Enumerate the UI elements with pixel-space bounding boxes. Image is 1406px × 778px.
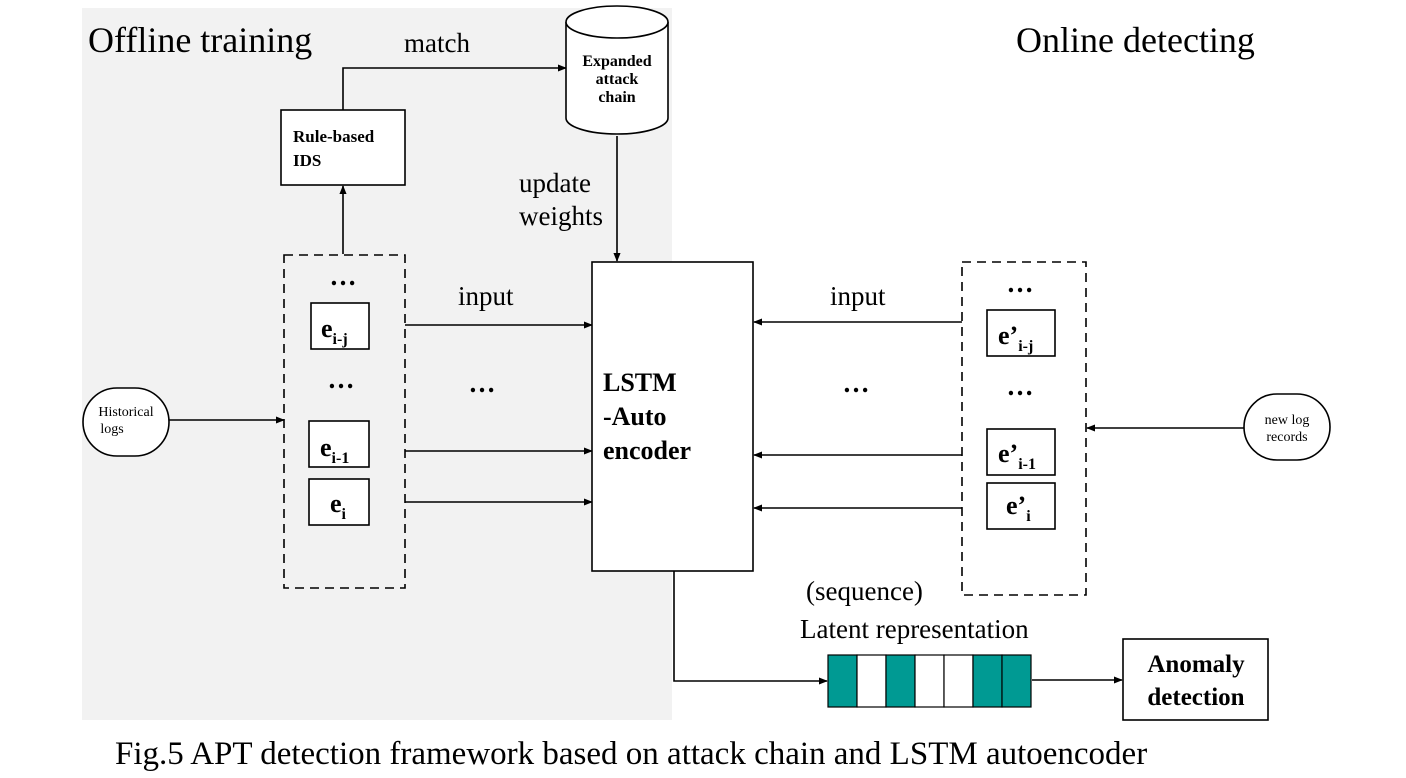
event-e-i-1: ei-1: [308, 420, 370, 468]
anomaly-detection-box: Anomaly detection: [1122, 638, 1269, 721]
left-input-ellipsis: …: [469, 368, 496, 398]
input-right-label: input: [830, 281, 886, 311]
rule-ids-line1: Rule-based: [293, 127, 375, 146]
event-e-i-j: ei-j: [310, 302, 370, 350]
weights-label: weights: [519, 201, 603, 231]
offline-dots-top: …: [330, 261, 357, 291]
historical-logs-node: Historical logs: [82, 387, 170, 457]
online-dots-mid: …: [1007, 371, 1034, 401]
expanded-chain-line2: attack: [596, 71, 639, 88]
historical-logs-line1: Historical: [98, 405, 153, 420]
event-e-prime-i: e’i: [986, 482, 1056, 530]
figure-caption: Fig.5 APT detection framework based on a…: [115, 736, 1147, 772]
lstm-autoencoder-box: LSTM -Auto encoder: [591, 261, 754, 572]
event-e-i-1-label: ei-1: [320, 433, 349, 467]
event-e-i-label: ei: [330, 489, 347, 523]
match-label: match: [404, 28, 470, 58]
event-e-prime-i-j: e’i-j: [986, 309, 1056, 357]
latent-cell: [943, 654, 974, 708]
latent-cell: [1001, 654, 1032, 708]
match-arrow: [342, 64, 567, 110]
rule-based-ids-box: Rule-based IDS: [280, 109, 406, 186]
latent-cell: [914, 654, 945, 708]
right-input-ellipsis: …: [843, 368, 870, 398]
latent-representation-vector: [827, 654, 1032, 708]
online-dots-top: …: [1007, 268, 1034, 298]
expanded-chain-line1: Expanded: [582, 53, 651, 70]
update-label: update: [519, 168, 591, 198]
event-e-prime-i-label: e’i: [1006, 491, 1031, 525]
historical-logs-line2: logs: [100, 422, 123, 437]
rule-ids-line2: IDS: [293, 151, 321, 170]
expanded-chain-line3: chain: [598, 89, 635, 106]
lstm-line3: encoder: [603, 436, 691, 465]
anomaly-line1: Anomaly: [1147, 651, 1245, 678]
latent-cell: [885, 654, 916, 708]
event-e-prime-i-1: e’i-1: [986, 428, 1056, 476]
expanded-attack-chain-db: Expanded attack chain: [565, 5, 669, 135]
latent-label: Latent representation: [800, 614, 1029, 644]
latent-cell: [856, 654, 887, 708]
lstm-line2: -Auto: [603, 402, 667, 431]
anomaly-line2: detection: [1147, 684, 1244, 711]
online-sequence-container: [961, 261, 1087, 596]
online-title: Online detecting: [1016, 20, 1255, 60]
input-left-label: input: [458, 281, 514, 311]
lstm-to-latent-arrow: [673, 571, 828, 685]
new-log-records-node: new log records: [1243, 393, 1331, 461]
event-e-prime-i-j-label: e’i-j: [998, 321, 1033, 355]
sequence-label: (sequence): [806, 576, 923, 606]
event-e-i-j-label: ei-j: [321, 314, 348, 348]
new-log-records-line1: new log: [1265, 413, 1310, 428]
offline-dots-mid: …: [328, 364, 355, 394]
new-log-records-line2: records: [1266, 430, 1307, 445]
event-e-i: ei: [308, 478, 370, 526]
offline-title: Offline training: [88, 20, 312, 60]
lstm-line1: LSTM: [603, 368, 677, 397]
latent-cell: [827, 654, 858, 708]
event-e-prime-i-1-label: e’i-1: [998, 439, 1036, 473]
latent-cell: [972, 654, 1003, 708]
